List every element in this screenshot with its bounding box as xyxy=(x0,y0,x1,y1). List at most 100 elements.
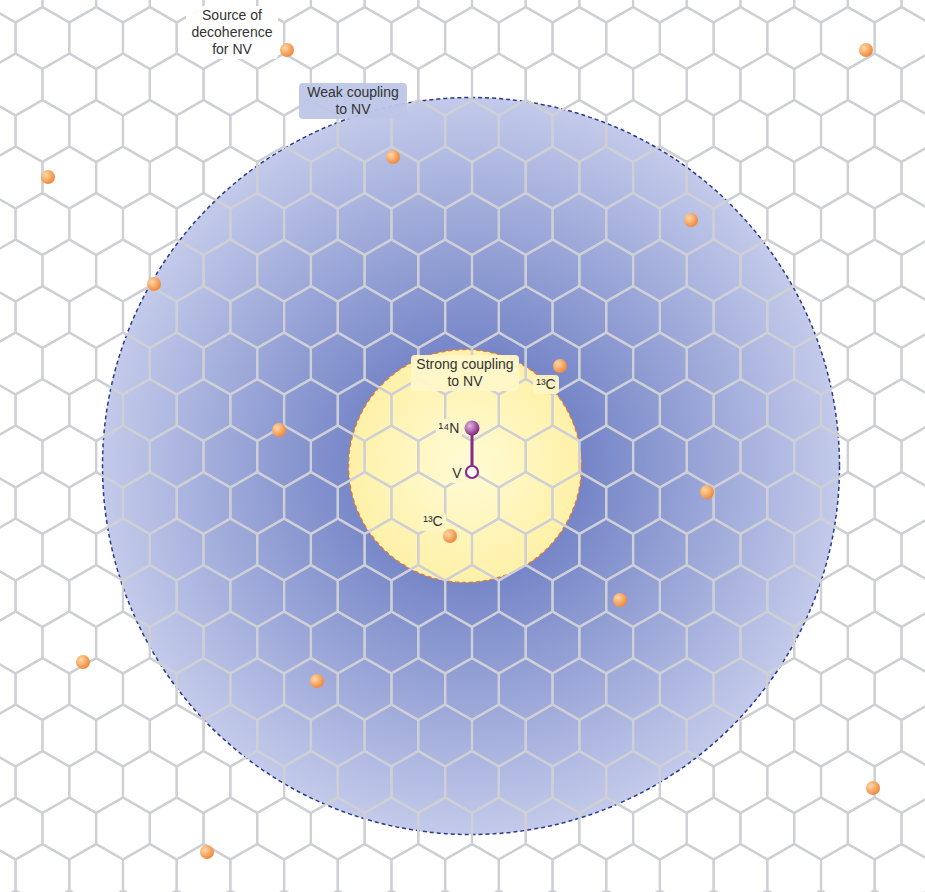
hex-cell xyxy=(230,193,284,255)
hex-cell xyxy=(69,844,123,892)
hex-cell xyxy=(204,612,258,674)
hex-cell xyxy=(257,705,311,767)
hex-cell xyxy=(472,519,526,581)
hex-cell xyxy=(633,798,687,860)
hex-cell xyxy=(472,612,526,674)
hex-cell xyxy=(740,705,794,767)
hex-cell xyxy=(204,240,258,302)
hex-cell xyxy=(0,844,16,892)
nitrogen-label: ¹⁴N xyxy=(436,419,463,438)
hex-cell xyxy=(150,612,204,674)
hex-cell xyxy=(0,705,42,767)
hex-cell xyxy=(16,658,70,720)
hex-cell xyxy=(499,472,553,534)
hex-cell xyxy=(365,426,419,488)
hex-cell xyxy=(794,147,848,209)
hex-cell xyxy=(0,472,16,534)
hex-cell xyxy=(418,240,472,302)
hex-cell xyxy=(767,379,821,441)
hex-cell xyxy=(553,379,607,441)
hex-cell xyxy=(123,472,177,534)
hex-cell xyxy=(150,705,204,767)
hex-cell xyxy=(472,426,526,488)
nuclear-spin xyxy=(859,43,873,57)
hex-cell xyxy=(0,658,16,720)
hex-cell xyxy=(714,286,768,348)
nuclear-spin xyxy=(76,655,90,669)
hex-cell xyxy=(204,426,258,488)
hex-cell xyxy=(123,286,177,348)
nuclear-spin xyxy=(310,674,324,688)
hex-cell xyxy=(69,100,123,162)
hex-cell xyxy=(16,844,70,892)
hex-cell xyxy=(42,240,96,302)
hex-cell xyxy=(177,100,231,162)
hex-cell xyxy=(848,612,902,674)
hex-cell xyxy=(365,240,419,302)
hex-cell xyxy=(740,54,794,116)
hex-cell xyxy=(526,798,580,860)
hex-cell xyxy=(365,54,419,116)
hex-cell xyxy=(150,240,204,302)
hex-cell xyxy=(848,798,902,860)
hex-cell xyxy=(714,751,768,813)
hex-cell xyxy=(767,472,821,534)
hex-cell xyxy=(0,333,42,395)
hex-cell xyxy=(472,798,526,860)
hex-cell xyxy=(391,472,445,534)
hex-cell xyxy=(821,286,875,348)
hex-cell xyxy=(606,7,660,69)
hex-cell xyxy=(553,472,607,534)
hex-cell xyxy=(338,751,392,813)
hex-cell xyxy=(338,100,392,162)
hex-cell xyxy=(445,286,499,348)
hex-cell xyxy=(230,565,284,627)
hex-cell xyxy=(338,7,392,69)
hex-cell xyxy=(499,844,553,892)
hex-cell xyxy=(311,705,365,767)
hex-cell xyxy=(177,379,231,441)
hex-cell xyxy=(150,147,204,209)
hex-cell xyxy=(16,565,70,627)
hex-cell xyxy=(633,147,687,209)
hex-cell xyxy=(740,519,794,581)
hex-cell xyxy=(42,519,96,581)
nuclear-spin xyxy=(147,277,161,291)
hex-cell xyxy=(123,193,177,255)
hex-cell xyxy=(660,565,714,627)
hex-cell xyxy=(579,798,633,860)
hex-cell xyxy=(69,658,123,720)
hex-cell xyxy=(553,286,607,348)
hex-cell xyxy=(365,612,419,674)
hex-cell xyxy=(42,891,96,892)
hex-cell xyxy=(204,147,258,209)
nuclear-spin xyxy=(443,529,457,543)
hex-cell xyxy=(96,798,150,860)
hex-cell xyxy=(660,7,714,69)
hex-cell xyxy=(204,705,258,767)
hex-cell xyxy=(794,240,848,302)
hex-cell xyxy=(794,891,848,892)
hex-cell xyxy=(526,147,580,209)
hex-cell xyxy=(0,565,16,627)
hex-cell xyxy=(687,891,741,892)
hex-cell xyxy=(687,240,741,302)
hex-cell xyxy=(714,7,768,69)
hex-cell xyxy=(365,519,419,581)
hex-cell xyxy=(794,705,848,767)
hex-cell xyxy=(606,844,660,892)
hex-cell xyxy=(177,565,231,627)
hex-cell xyxy=(177,193,231,255)
hex-cell xyxy=(257,519,311,581)
hex-cell xyxy=(204,519,258,581)
hex-cell xyxy=(42,54,96,116)
nuclear-spin xyxy=(41,170,55,184)
nuclear-spin xyxy=(866,781,880,795)
hex-cell xyxy=(69,565,123,627)
hex-cell xyxy=(714,472,768,534)
hex-cell xyxy=(767,100,821,162)
hex-cell xyxy=(606,751,660,813)
hex-cell xyxy=(42,612,96,674)
hex-cell xyxy=(0,751,16,813)
